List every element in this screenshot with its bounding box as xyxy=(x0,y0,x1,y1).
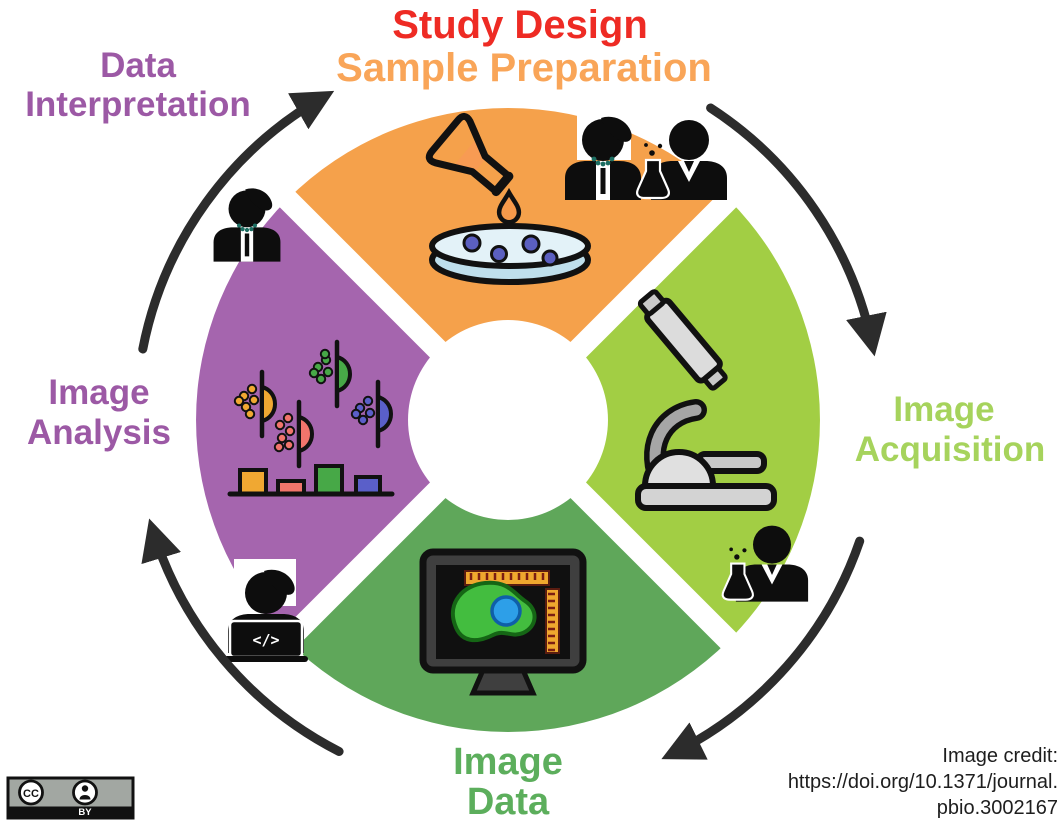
bubbling-flask xyxy=(636,143,670,200)
bubbling-flask xyxy=(721,547,754,601)
sample-preparation-label: Sample Preparation xyxy=(336,46,712,90)
violin-green xyxy=(308,339,353,409)
violin-plots-icon xyxy=(233,339,394,469)
image-acquisition-label: Image Acquisition xyxy=(855,390,1046,469)
hair-swoosh xyxy=(245,188,273,211)
attribution-person-icon xyxy=(72,779,98,806)
microscope-icon xyxy=(635,289,777,511)
female-scientist-icon-sampleprep xyxy=(565,116,641,200)
image-data-label: Image Data xyxy=(453,741,563,823)
monitor-cell-icon xyxy=(419,548,587,696)
hair-swoosh xyxy=(601,116,632,142)
svg-text:Data: Data xyxy=(100,46,176,85)
microscope-base xyxy=(635,483,777,511)
svg-text:Data: Data xyxy=(467,781,550,823)
necklace xyxy=(236,223,258,233)
cc-icon: CC xyxy=(18,779,44,806)
petri-dish-icon xyxy=(429,223,591,285)
microscope-focus-dome xyxy=(641,449,717,489)
laptop-code-glyph: </> xyxy=(252,631,279,649)
cycle-arrows xyxy=(138,90,887,760)
violin-blue xyxy=(350,379,394,449)
svg-text:Acquisition: Acquisition xyxy=(855,430,1046,469)
study-design-label: Study Design xyxy=(392,3,648,47)
arrow-imagedata-to-analysis xyxy=(141,518,344,756)
svg-text:Image credit:: Image credit: xyxy=(942,745,1058,767)
cell-nucleus xyxy=(490,595,522,627)
data-interpretation-label: Data Interpretation xyxy=(25,46,251,124)
arrow-acquisition-to-imagedata xyxy=(661,536,865,760)
by-label: BY xyxy=(78,807,92,818)
coder-laptop-icon: </> xyxy=(224,569,308,662)
female-scientist-icon-interpretation xyxy=(213,188,281,262)
screen-ruler-vertical xyxy=(545,588,560,654)
svg-text:Image: Image xyxy=(893,390,994,429)
svg-text:https://doi.org/10.1371/journa: https://doi.org/10.1371/journal. xyxy=(788,771,1058,793)
svg-text:CC: CC xyxy=(23,788,39,800)
violin-red xyxy=(273,399,315,469)
male-scientist-flask-icon-sampleprep xyxy=(636,120,727,200)
svg-text:pbio.3002167: pbio.3002167 xyxy=(937,797,1058,819)
svg-text:Analysis: Analysis xyxy=(27,413,171,452)
pouring-flask-icon xyxy=(425,112,514,197)
microscope-tube xyxy=(637,289,728,391)
cc-by-badge: CC BY xyxy=(6,776,135,820)
image-credit-text: Image credit: https://doi.org/10.1371/jo… xyxy=(788,745,1058,819)
donut-center-hole xyxy=(410,322,606,518)
hair-swoosh xyxy=(264,569,295,595)
arrow-sampleprep-to-acquisition xyxy=(706,103,887,357)
necklace xyxy=(591,156,615,167)
bar-chart-icon xyxy=(227,464,395,497)
laptop-base xyxy=(224,656,308,662)
liquid-drop-icon xyxy=(496,187,522,225)
svg-text:Interpretation: Interpretation xyxy=(25,85,251,124)
image-analysis-label: Image Analysis xyxy=(27,373,171,452)
quadrant-image-analysis xyxy=(196,199,438,641)
violin-orange xyxy=(233,369,278,439)
petri-dish-cells xyxy=(462,233,559,267)
arrow-analysis-to-studydesign xyxy=(138,90,335,354)
svg-text:Image: Image xyxy=(48,373,149,412)
male-scientist-flask-icon-acquisition xyxy=(721,525,809,602)
svg-text:Image: Image xyxy=(453,741,563,783)
